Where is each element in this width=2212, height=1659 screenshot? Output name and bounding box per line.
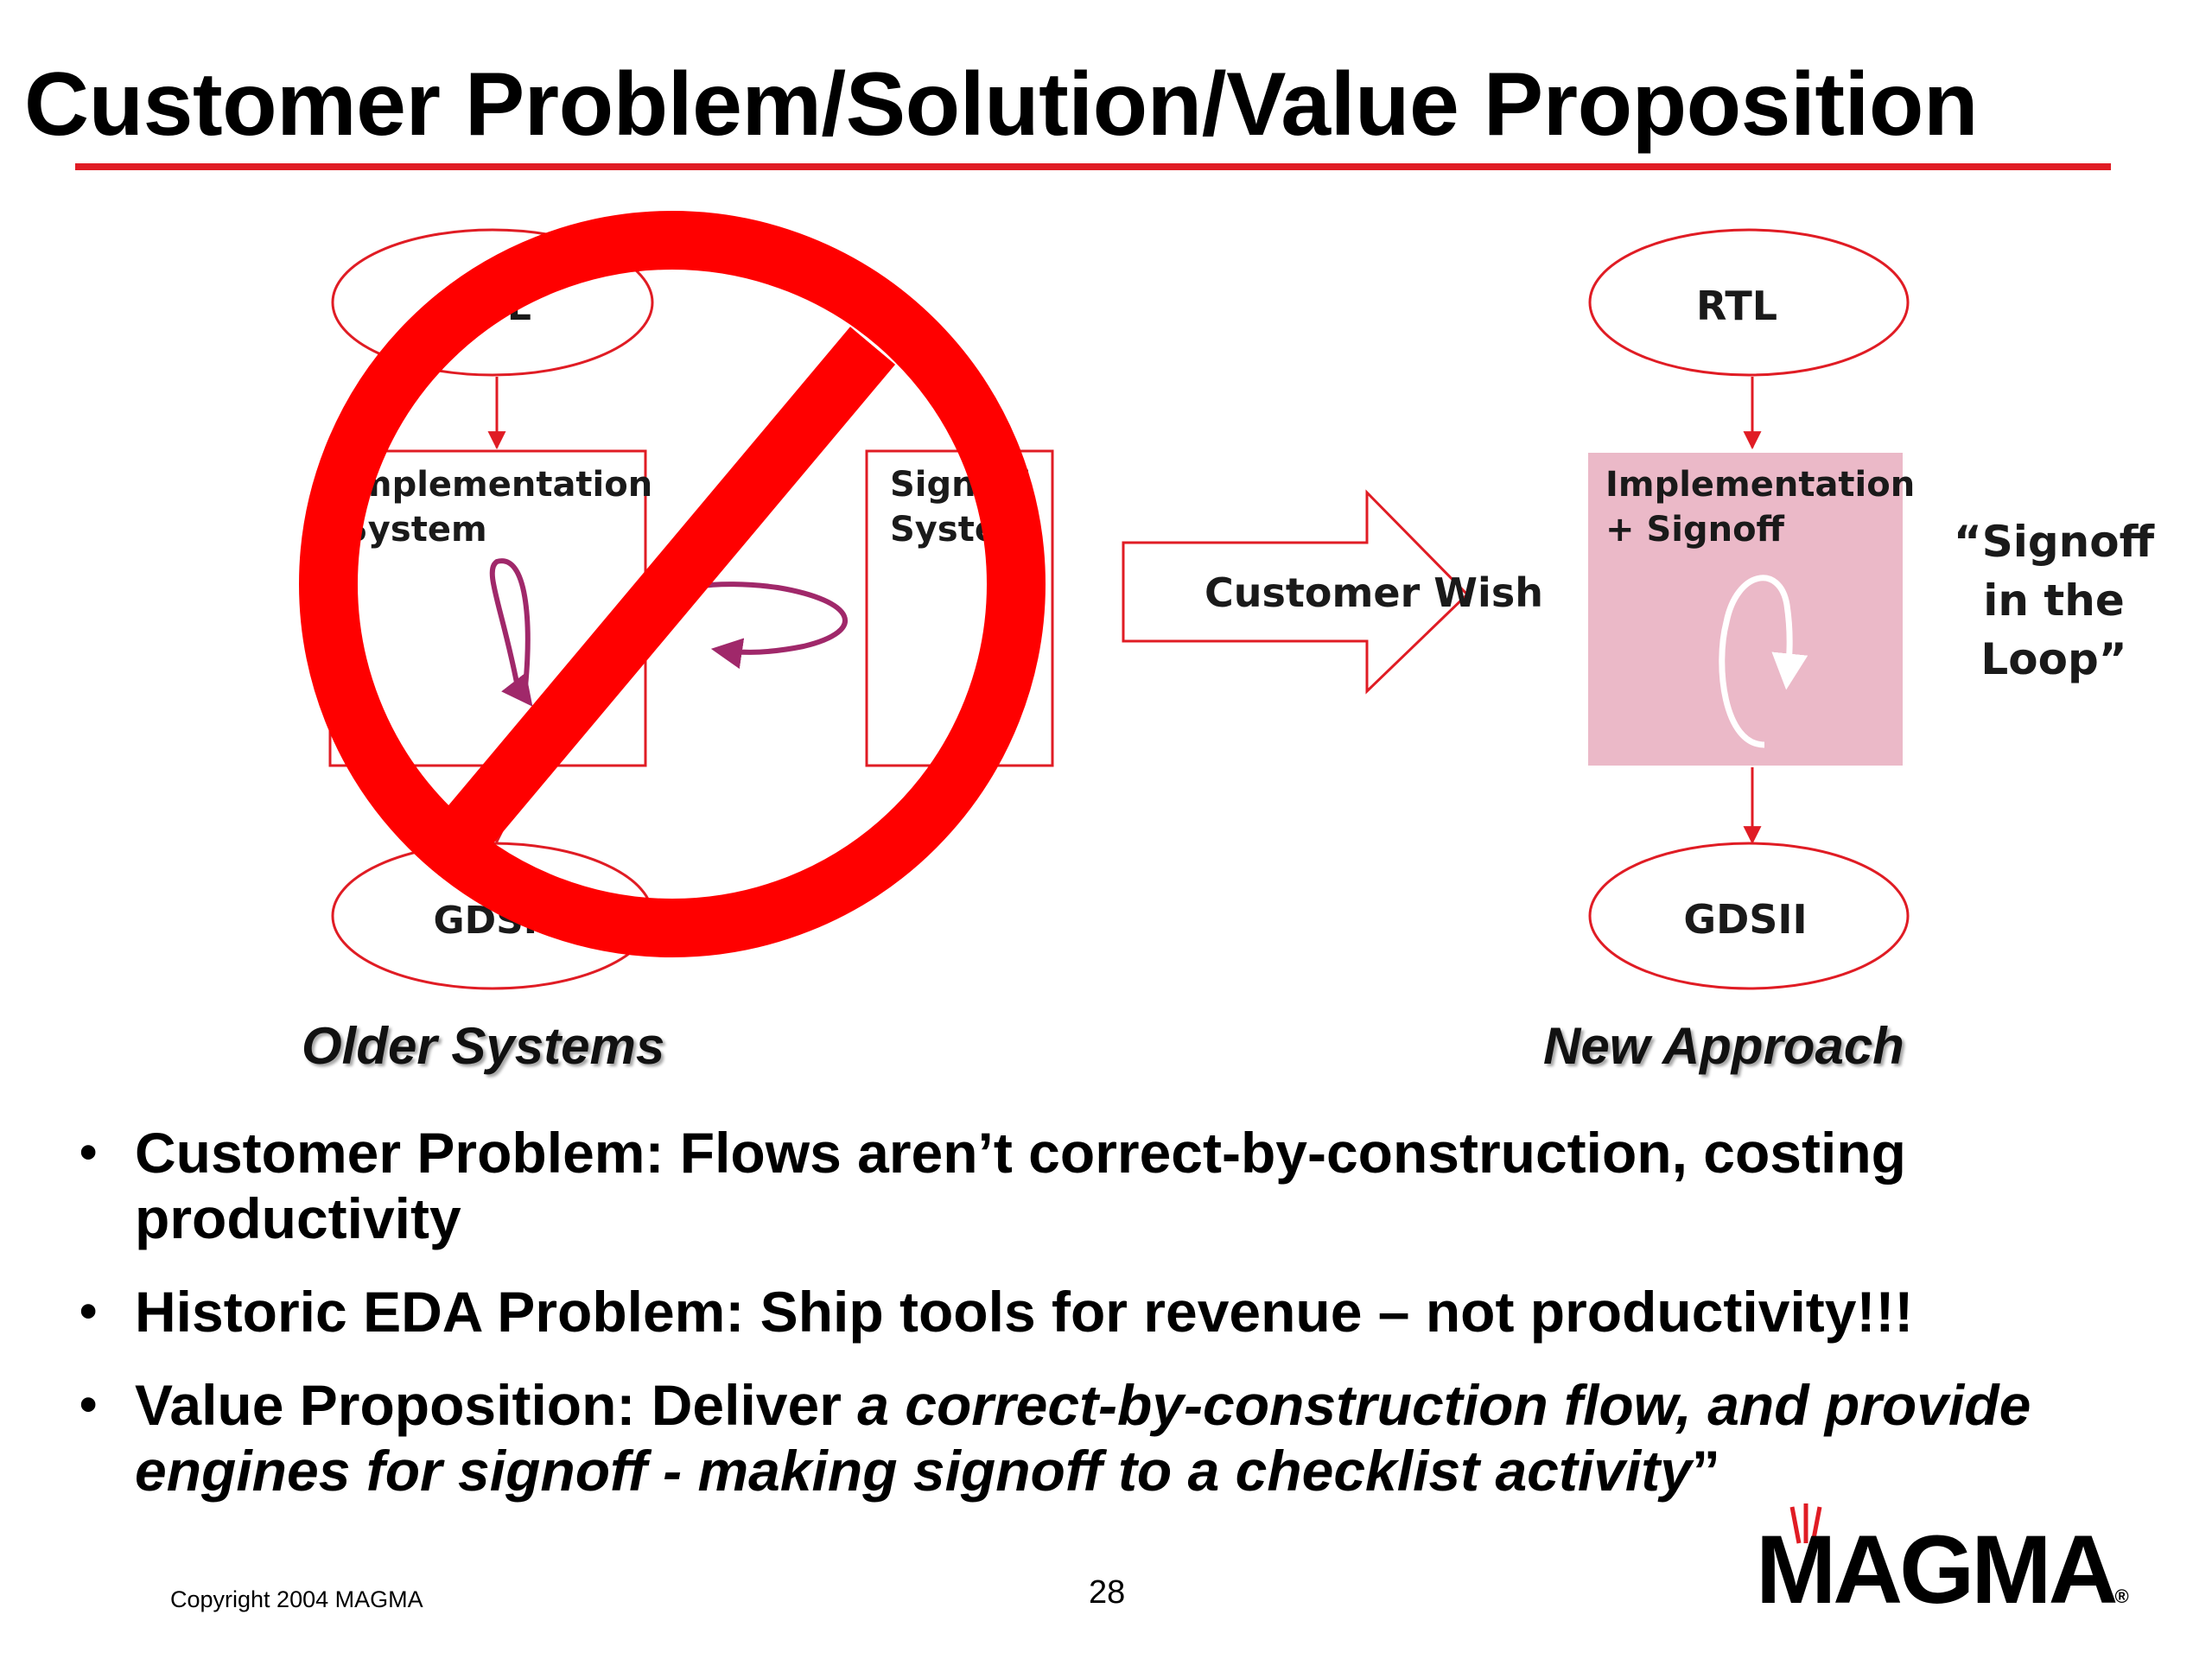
bullet-customer-problem: • Customer Problem: Flows aren’t correct… — [76, 1120, 2184, 1251]
older-impl-loop-icon — [489, 558, 531, 688]
page-number: 28 — [1089, 1574, 1126, 1611]
magma-logo-text: MAGMA — [1756, 1516, 2118, 1624]
new-rtl-label: RTL — [1696, 283, 1777, 329]
prohibited-sign-icon — [299, 211, 1046, 957]
magma-logo-mark-icon — [1789, 1503, 1822, 1544]
new-approach-caption: New Approach — [1543, 1017, 1904, 1075]
new-gdsii-ellipse — [1588, 842, 1910, 990]
bullet-text: Historic EDA Problem: Ship tools for rev… — [135, 1280, 1914, 1344]
new-box-label-line2: + Signoff — [1605, 510, 1785, 550]
older-impl-label-line1: Implementation — [343, 465, 652, 505]
new-rtl-ellipse — [1588, 228, 1910, 377]
new-box-label-line1: Implementation — [1605, 465, 1915, 505]
signoff-in-loop-line2: in the — [1983, 575, 2125, 626]
new-approach-diagram: RTL Implementation + Signoff GDSII “Sign… — [1588, 228, 2155, 990]
new-gdsii-label: GDSII — [1683, 896, 1807, 943]
bullet-value-proposition: • Value Proposition: Deliver a correct-b… — [76, 1372, 2184, 1503]
bullet-text: Customer Problem: Flows aren’t correct-b… — [135, 1121, 1906, 1250]
bullet-marker: • — [79, 1124, 98, 1180]
new-implementation-signoff-box — [1588, 453, 1903, 766]
bullet-marker: • — [79, 1283, 98, 1339]
signoff-in-loop-line1: “Signoff — [1954, 517, 2155, 567]
signoff-in-loop-line3: Loop” — [1980, 634, 2126, 684]
slide-title: Customer Problem/Solution/Value Proposit… — [24, 54, 1978, 155]
older-systems-caption: Older Systems — [302, 1017, 665, 1075]
new-loop-icon — [1719, 575, 1808, 748]
title-underline — [75, 163, 2111, 170]
bullet-text-tail: ” — [1691, 1439, 1720, 1503]
bullet-list: • Customer Problem: Flows aren’t correct… — [76, 1120, 2184, 1531]
registered-mark: ® — [2114, 1586, 2129, 1607]
bullet-text-emphasis: a correct-by-construction flow, and prov… — [135, 1373, 2031, 1503]
older-impl-label-line2: System — [343, 510, 487, 550]
customer-wish-arrow — [1122, 489, 1470, 695]
customer-wish-label: Customer Wish — [1205, 569, 1543, 616]
copyright-notice: Copyright 2004 MAGMA — [170, 1586, 423, 1612]
bullet-text-lead: Value Proposition: Deliver — [135, 1373, 858, 1437]
older-impl-loop-arrowhead-icon — [501, 672, 533, 707]
bullet-historic-problem: • Historic EDA Problem: Ship tools for r… — [76, 1279, 2184, 1344]
magma-logo: MAGMA® — [1756, 1514, 2129, 1625]
bullet-marker: • — [79, 1376, 98, 1433]
